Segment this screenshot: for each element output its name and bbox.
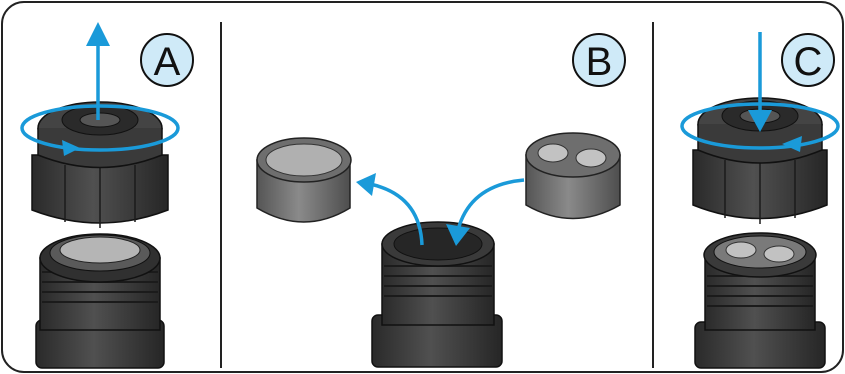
remove-arrow-head-icon	[356, 173, 376, 196]
cap-nut	[31, 101, 169, 228]
gland-body	[694, 232, 826, 369]
step-badge-a	[140, 33, 194, 87]
gland-body	[35, 233, 165, 369]
rotation-arrow-ring	[20, 104, 180, 152]
rotation-arrow-head-icon	[782, 136, 802, 152]
cap-nut	[692, 97, 828, 224]
step-letter-a: A	[154, 40, 181, 84]
panel-b: B	[256, 33, 626, 368]
insert-new-arrow	[456, 178, 525, 231]
insert-arrow-head-icon	[446, 224, 470, 246]
down-arrow-head-icon	[748, 110, 772, 132]
remove-insert-arrow	[369, 182, 424, 246]
removed-insert	[256, 137, 352, 223]
new-two-hole-insert	[525, 132, 621, 220]
panel-a: A	[20, 22, 194, 369]
step-letter-b: B	[586, 40, 613, 84]
step-letter-c: C	[794, 40, 823, 84]
panel-c: C	[680, 32, 840, 369]
step-badge-b	[572, 33, 626, 87]
up-arrow-head-icon	[86, 22, 110, 46]
step-badge-c	[781, 33, 835, 87]
gland-body	[371, 221, 503, 368]
rotation-arrow-head-icon	[62, 140, 80, 156]
